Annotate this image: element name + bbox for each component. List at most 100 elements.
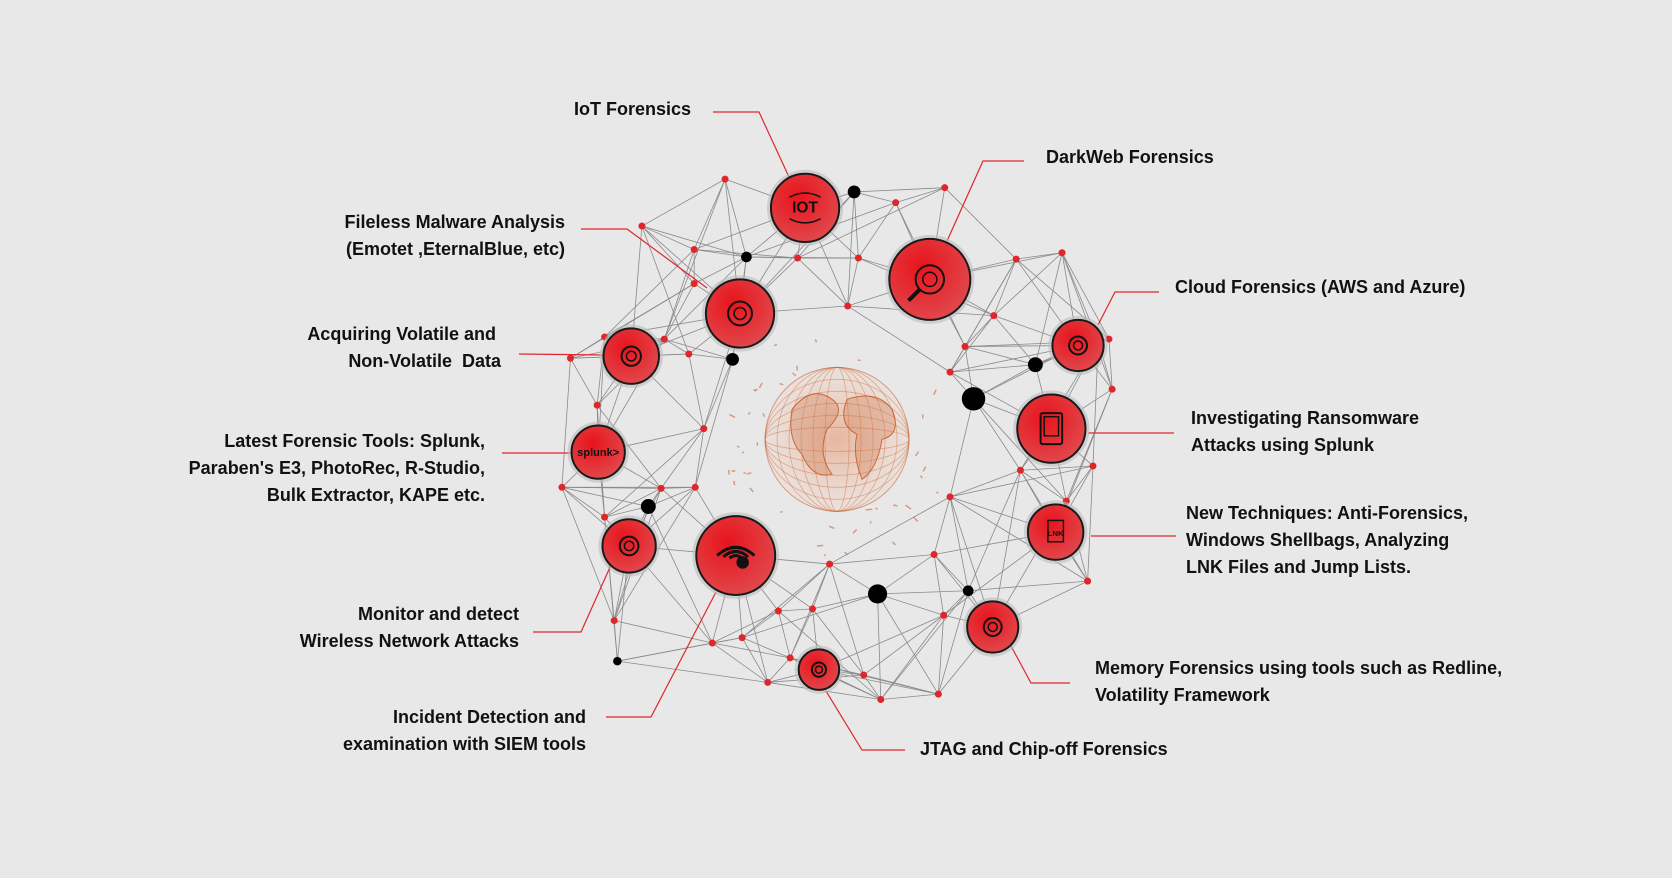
- bug-target-icon: [727, 300, 753, 327]
- globe-fragment: [773, 343, 778, 347]
- globe-fragment: [727, 469, 730, 475]
- topic-node-iot[interactable]: IOT: [766, 169, 844, 247]
- magnifier-handle: [907, 287, 922, 303]
- topic-node-darkweb[interactable]: [885, 234, 975, 324]
- topic-node-siem[interactable]: [598, 515, 660, 577]
- network-edge: [854, 191, 896, 203]
- network-edge: [778, 608, 813, 612]
- network-edge: [724, 179, 747, 258]
- network-edge: [949, 465, 1094, 498]
- topic-node-volatile[interactable]: [599, 324, 663, 388]
- icon-ring: [1068, 335, 1088, 356]
- globe-fragment: [779, 382, 784, 386]
- globe-fragment: [743, 471, 746, 475]
- globe-fragment: [865, 508, 873, 511]
- globe-meridian: [776, 366, 898, 512]
- file-outline: [1047, 519, 1065, 543]
- network-node-red: [1016, 466, 1024, 474]
- network-edge: [688, 353, 705, 429]
- globe-fragment: [814, 338, 818, 343]
- network-edge: [847, 191, 855, 307]
- tablet-screen: [1043, 415, 1060, 437]
- network-edge: [1087, 465, 1094, 582]
- network-node-red: [610, 617, 618, 625]
- globe-fragment: [852, 528, 858, 534]
- label-line: Memory Forensics using tools such as Red…: [1095, 658, 1503, 678]
- node-circle: [1026, 503, 1085, 561]
- network-edge: [741, 610, 779, 638]
- label-line: Attacks using Splunk: [1191, 435, 1375, 455]
- topic-node-fileless[interactable]: [701, 275, 779, 352]
- label-line: Paraben's E3, PhotoRec, R-Studio,: [188, 458, 485, 478]
- network-edge: [1061, 252, 1110, 340]
- network-edge: [877, 593, 944, 616]
- network-edge: [561, 486, 662, 489]
- globe-graphic: [727, 338, 939, 557]
- network-edge: [880, 693, 939, 700]
- network-edge: [880, 615, 944, 700]
- network-node-red: [764, 678, 772, 686]
- topic-node-wireless[interactable]: [692, 512, 780, 599]
- network-edge: [949, 496, 1088, 582]
- network-node-red: [1108, 385, 1116, 393]
- network-node-red: [854, 254, 862, 262]
- lnk-file-icon: LNK: [1047, 519, 1065, 543]
- topic-node-jtag[interactable]: [794, 645, 844, 694]
- network-node-red: [660, 335, 668, 343]
- network-node-red: [940, 611, 948, 619]
- icon-inner-ring: [625, 350, 637, 362]
- topic-node-cloud[interactable]: [1048, 315, 1108, 376]
- icon-ring: [982, 617, 1003, 637]
- topic-node-memory[interactable]: [963, 597, 1023, 657]
- network-edge: [829, 496, 951, 565]
- network-edge: [712, 610, 779, 644]
- topic-node-newtech[interactable]: LNK: [1023, 500, 1088, 564]
- globe-meridian: [788, 366, 886, 512]
- globe-fragment: [733, 480, 736, 486]
- label-line: New Techniques: Anti-Forensics,: [1186, 503, 1469, 523]
- label-line: Wireless Network Attacks: [299, 631, 519, 651]
- network-edge: [877, 590, 969, 595]
- network-edge: [742, 593, 878, 639]
- label-line: LNK Files and Jump Lists.: [1186, 557, 1412, 577]
- network-edge: [694, 359, 733, 488]
- network-node-red: [558, 483, 566, 491]
- globe-fragment: [762, 413, 766, 418]
- network-edge: [964, 346, 1036, 366]
- icon-text: LNK: [1048, 529, 1064, 538]
- label-darkweb: DarkWeb Forensics: [1046, 144, 1214, 171]
- network-edge: [993, 315, 1036, 365]
- network-edge: [877, 554, 935, 595]
- network-node-red: [809, 605, 817, 613]
- globe-fragment: [749, 487, 754, 493]
- network-edge: [1020, 469, 1067, 502]
- network-edge: [641, 225, 695, 250]
- network-edge: [703, 359, 733, 429]
- network-node-black: [640, 499, 656, 514]
- chip-database-icon: [810, 661, 828, 678]
- wifi-bug-icon: [716, 545, 756, 569]
- globe-fragment: [729, 413, 736, 418]
- globe-fragment: [758, 382, 763, 389]
- network-edge: [660, 428, 705, 489]
- globe-meridian: [824, 366, 850, 512]
- network-node-red: [601, 513, 609, 521]
- globe-fragment: [731, 469, 736, 473]
- network-node-red: [708, 639, 716, 647]
- icon-text: IOT: [792, 200, 818, 217]
- network-edge: [937, 615, 945, 695]
- signal-waves: [789, 192, 821, 224]
- topic-node-tools[interactable]: splunk>: [567, 421, 629, 483]
- globe-parallel: [764, 378, 910, 500]
- label-line: Bulk Extractor, KAPE etc.: [266, 485, 485, 505]
- network-edge: [694, 249, 747, 258]
- network-edge: [847, 257, 859, 307]
- network-edge: [694, 428, 705, 488]
- splunk-logo-icon: splunk>: [577, 447, 619, 459]
- network-edge: [614, 620, 713, 644]
- network-node-red: [1058, 249, 1066, 257]
- topic-node-ransomware[interactable]: [1013, 390, 1090, 467]
- network-node-black: [613, 656, 622, 666]
- network-edge: [604, 506, 649, 518]
